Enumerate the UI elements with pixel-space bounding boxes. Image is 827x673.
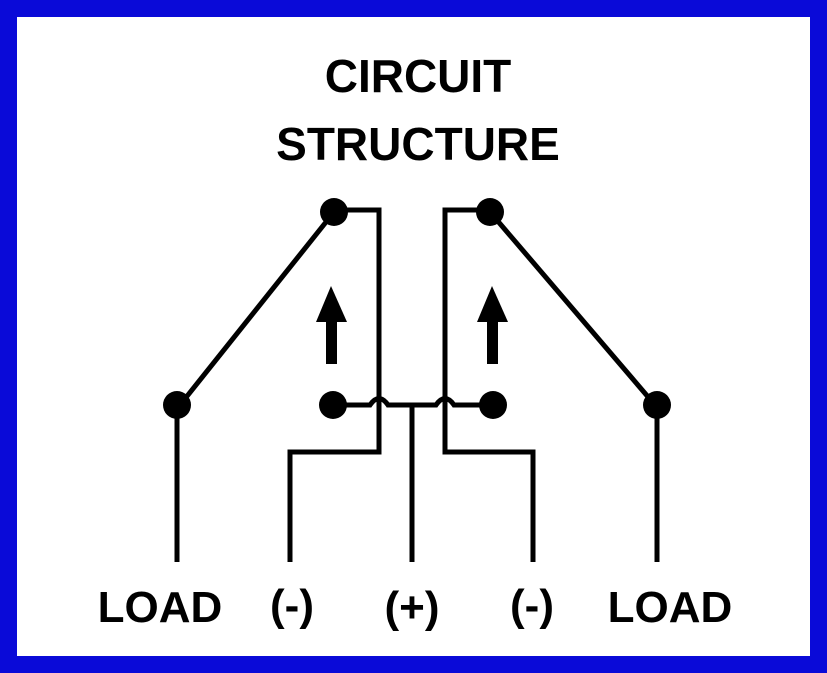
up-arrow-icon	[477, 286, 508, 364]
label-plus: (+)	[385, 583, 440, 632]
left-coil-wire	[287, 207, 382, 562]
common-bus-wire	[333, 396, 493, 408]
up-arrow-icon	[316, 286, 347, 364]
label-minus-left: (-)	[270, 581, 314, 630]
label-minus-right: (-)	[510, 581, 554, 630]
title-line-1: CIRCUIT	[325, 50, 512, 102]
left-switch-arm	[178, 210, 336, 407]
right-load-terminal	[643, 391, 671, 419]
left-load-terminal	[163, 391, 191, 419]
title-line-2: STRUCTURE	[276, 118, 560, 170]
left-lower-contact	[319, 391, 347, 419]
right-switch-arm	[488, 210, 657, 407]
right-lower-contact	[479, 391, 507, 419]
left-upper-contact	[320, 198, 348, 226]
label-load-left: LOAD	[98, 583, 223, 632]
right-coil-wire	[442, 207, 536, 562]
label-load-right: LOAD	[608, 583, 733, 632]
right-upper-contact	[476, 198, 504, 226]
